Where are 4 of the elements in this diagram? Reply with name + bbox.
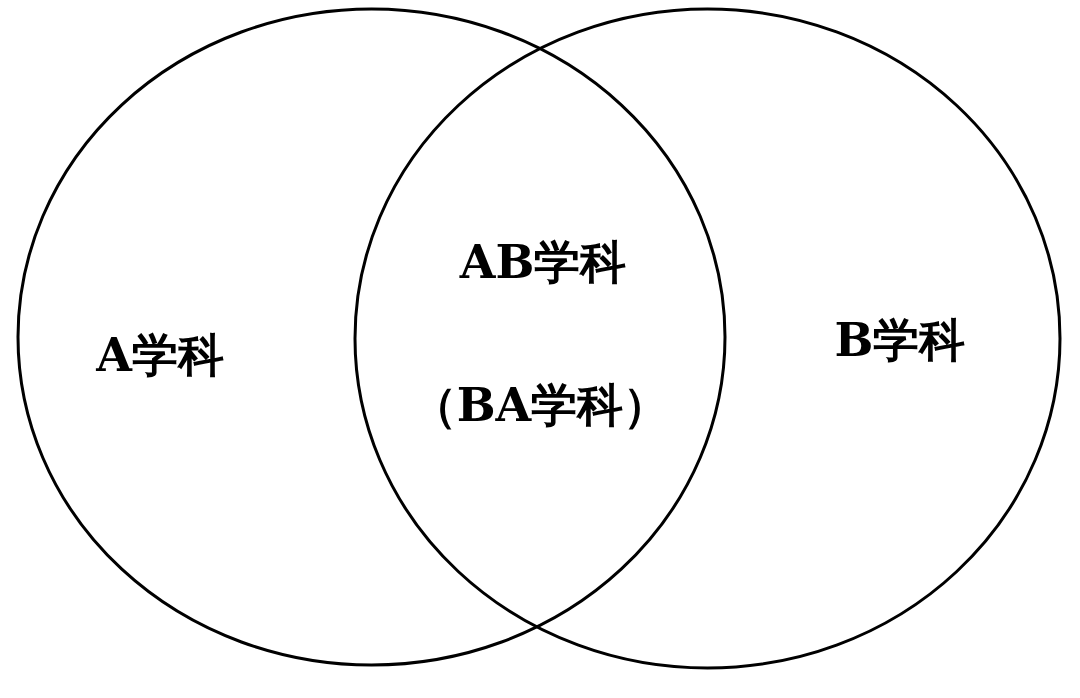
intersection-label: AB学科 [459, 236, 627, 288]
intersection-label: （BA学科） [410, 379, 670, 431]
set-label: B学科 [834, 314, 966, 366]
set-label: A学科 [96, 329, 224, 381]
